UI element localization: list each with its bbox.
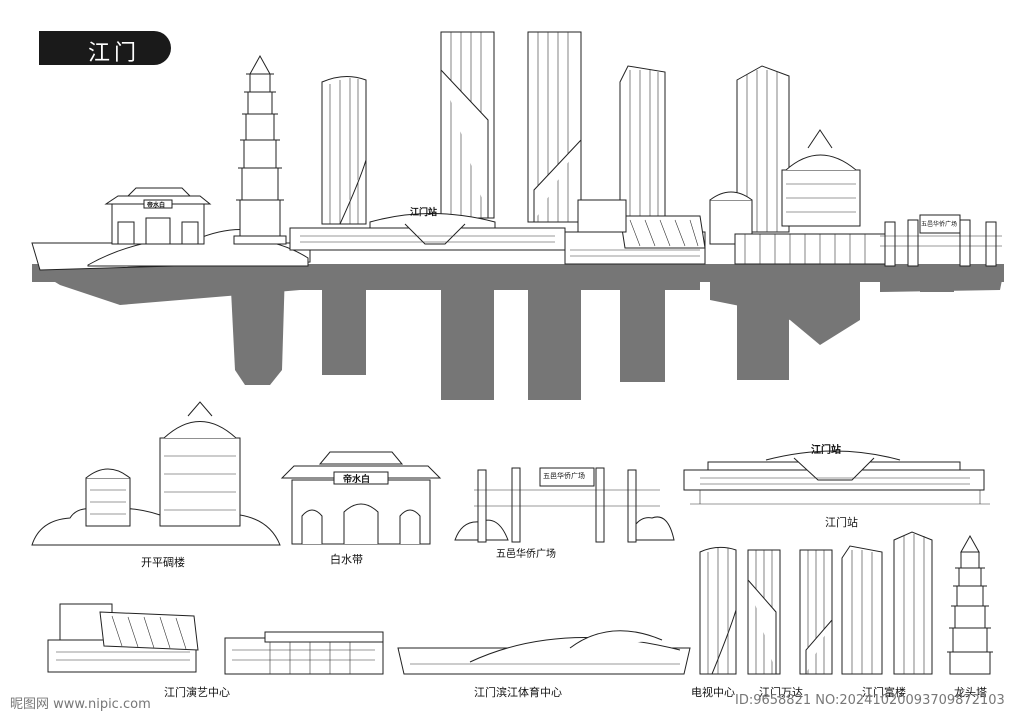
- title-badge: [39, 31, 171, 65]
- lower-mid-building-drawing: [224, 631, 384, 675]
- main-plaza-sign: 五邑华侨广场: [921, 221, 958, 228]
- baishuidai-gate-drawing: [280, 451, 442, 545]
- baishuidai-sign: 帝水白: [343, 475, 371, 485]
- label-baishuidai: 白水带: [330, 553, 363, 566]
- label-sports-center: 江门滨江体育中心: [474, 686, 562, 699]
- label-tv-center: 电视中心: [691, 686, 735, 699]
- main-skyline: [31, 31, 1002, 271]
- longtou-pagoda-drawing: [947, 534, 993, 675]
- label-jiangmen-station: 江门站: [825, 516, 858, 529]
- watermark-site: 昵图网 www.nipic.com: [10, 697, 151, 712]
- wanda-towers-drawing: [747, 549, 833, 675]
- label-fulou: 江门富楼: [862, 686, 906, 699]
- tv-center-drawing: [699, 546, 737, 675]
- main-arch-sign: 帝水白: [147, 202, 166, 209]
- wuyi-plaza-drawing: [454, 467, 675, 543]
- kaiping-diaolou-drawing: [31, 401, 281, 546]
- jiangmen-station-sign: 江门站: [811, 445, 841, 456]
- skyline-reflection: [32, 264, 1004, 400]
- poster-title: 江门: [88, 41, 141, 66]
- performing-arts-center-drawing: [47, 603, 199, 673]
- sports-center-drawing: [397, 630, 691, 675]
- fulou-towers-drawing: [841, 531, 933, 675]
- main-station-sign: 江门站: [410, 208, 438, 218]
- label-longtou-pagoda: 龙头塔: [954, 686, 987, 699]
- label-kaiping-diaolou: 开平碉楼: [141, 556, 185, 569]
- pagoda: [233, 54, 287, 245]
- jiangmen-station-drawing: [683, 450, 990, 505]
- wuyi-plaza-sign: 五邑华侨广场: [543, 472, 585, 480]
- watermark-id: ID:9658821 NO:20241020093709872103: [735, 693, 1005, 708]
- label-wanda: 江门万达: [759, 686, 803, 699]
- label-wuyi-plaza: 五邑华侨广场: [496, 549, 556, 560]
- label-performing-arts: 江门演艺中心: [164, 686, 230, 699]
